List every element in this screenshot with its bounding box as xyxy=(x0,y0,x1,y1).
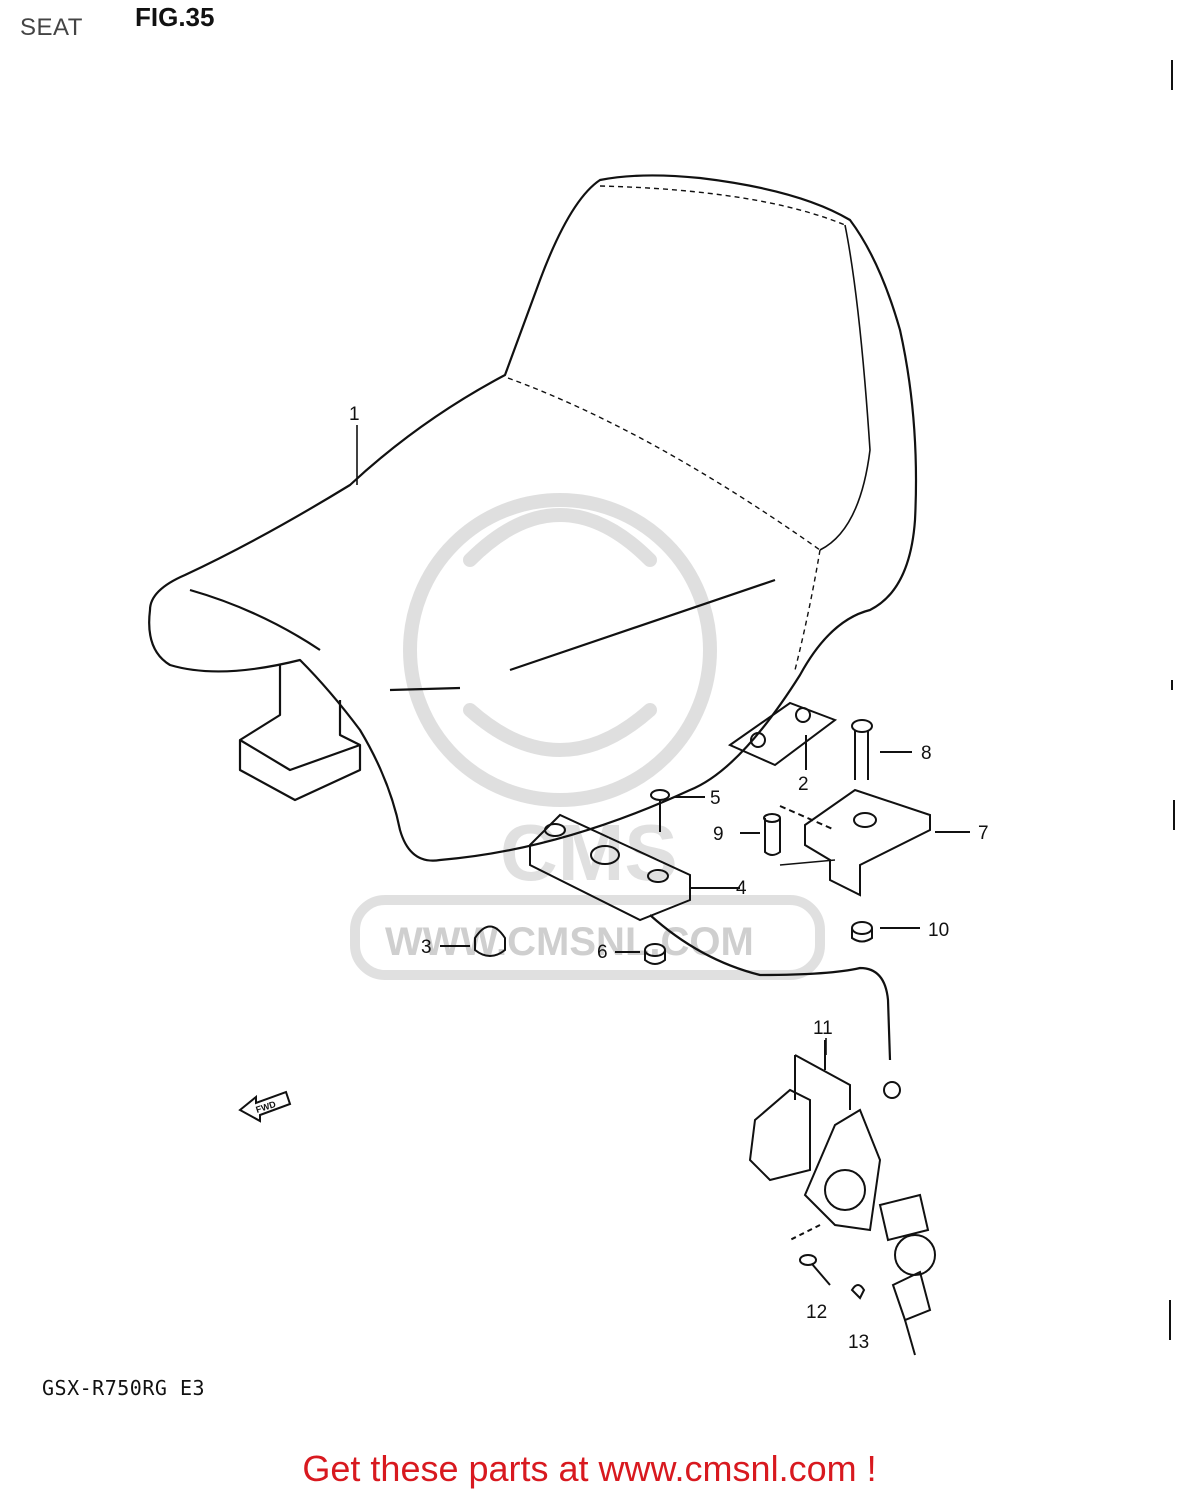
watermark-logo-text: CMS xyxy=(500,808,678,897)
hook-part-7 xyxy=(805,790,970,895)
cable-end xyxy=(884,1082,900,1098)
scan-edge-artifacts xyxy=(1170,60,1174,1340)
callout-3: 3 xyxy=(421,937,432,958)
lock-set-part-11 xyxy=(750,1040,935,1355)
callout-7: 7 xyxy=(978,823,989,844)
callout-6: 6 xyxy=(597,942,608,963)
callout-4: 4 xyxy=(736,878,747,899)
bolt-part-8 xyxy=(852,720,912,780)
fwd-arrow-icon: FWD xyxy=(240,1092,290,1121)
cap-part-13 xyxy=(852,1285,864,1298)
nut-part-10 xyxy=(852,922,920,942)
callout-13: 13 xyxy=(848,1332,869,1353)
watermark-text: WWW.CMSNL.COM xyxy=(385,920,754,964)
callout-10: 10 xyxy=(928,920,949,941)
callout-9: 9 xyxy=(713,824,724,845)
callout-2: 2 xyxy=(798,774,809,795)
callout-8: 8 xyxy=(921,743,932,764)
screw-part-12 xyxy=(800,1255,830,1285)
callout-1: 1 xyxy=(349,404,360,425)
model-code: GSX-R750RG E3 xyxy=(42,1376,205,1400)
watermark xyxy=(355,500,820,975)
screw-part-5 xyxy=(651,790,705,832)
callout-12: 12 xyxy=(806,1302,827,1323)
bracket-part-2 xyxy=(730,703,835,770)
callout-11: 11 xyxy=(813,1018,833,1039)
cta-link[interactable]: Get these parts at www.cmsnl.com ! xyxy=(0,1448,1179,1490)
callout-5: 5 xyxy=(710,788,721,809)
